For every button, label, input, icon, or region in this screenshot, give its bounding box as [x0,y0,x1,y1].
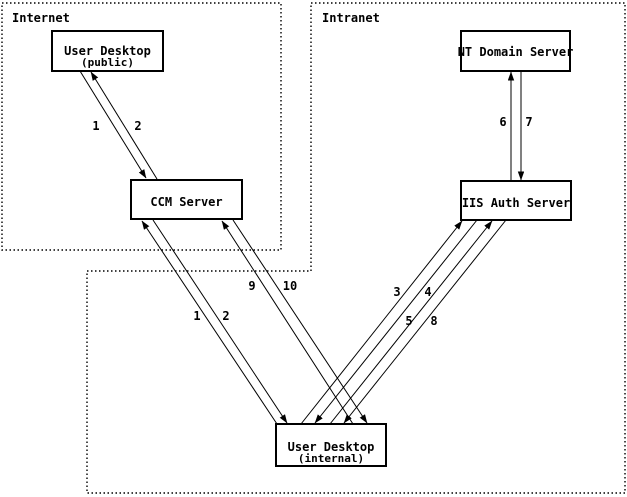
edge-2-ccm-to-udpublic [90,71,158,180]
edge-5-udinternal-to-iis [329,220,493,425]
edge-4-iis-to-udinternal [314,219,478,424]
edge-label-3: 3 [393,285,400,299]
edge-9-udinternal-to-ccm [221,220,354,425]
user-desktop-internal-subtitle: (internal) [298,452,364,465]
user-desktop-public-subtitle: (public) [81,56,134,69]
node-iis-auth-server: IIS Auth Server [460,180,572,221]
edge-label-10: 10 [283,279,297,293]
edge-label-1-public: 1 [92,119,99,133]
user-desktop-public-box [51,30,164,72]
user-desktop-internal-box [275,423,387,467]
edge-label-5: 5 [405,314,412,328]
iis-auth-server-title: IIS Auth Server [462,196,570,210]
internet-zone-border [1,2,282,251]
edge-3-udinternal-to-iis [300,220,463,425]
edge-label-6: 6 [499,115,506,129]
internet-zone-label: Internet [12,11,70,25]
iis-auth-server-box [460,180,572,221]
edge-label-2-public: 2 [134,119,141,133]
edge-2-ccm-to-udinternal [152,219,288,424]
edge-label-1-internal: 1 [193,309,200,323]
edge-label-8: 8 [430,314,437,328]
edge-label-4: 4 [424,285,431,299]
ccm-server-title: CCM Server [150,195,222,209]
ccm-server-box [130,179,243,220]
node-user-desktop-internal: User Desktop (internal) [275,423,387,467]
edge-label-7: 7 [525,115,532,129]
node-nt-domain-server: NT Domain Server [458,30,574,72]
node-ccm-server: CCM Server [130,179,243,220]
user-desktop-public-title: User Desktop [64,44,151,58]
edge-label-9: 9 [248,279,255,293]
edge-10-ccm-to-udinternal [232,219,368,424]
nt-domain-server-title: NT Domain Server [458,45,574,59]
intranet-zone-label: Intranet [322,11,380,25]
user-desktop-internal-title: User Desktop [288,440,375,454]
nt-domain-server-box [460,30,571,72]
edge-8-iis-to-udinternal [343,219,507,424]
intranet-zone-border [86,2,626,494]
node-user-desktop-public: User Desktop (public) [51,30,164,72]
edge-1-udpublic-to-ccm [79,70,147,179]
edge-label-2-internal: 2 [222,309,229,323]
edge-1-udinternal-to-ccm [141,220,278,425]
